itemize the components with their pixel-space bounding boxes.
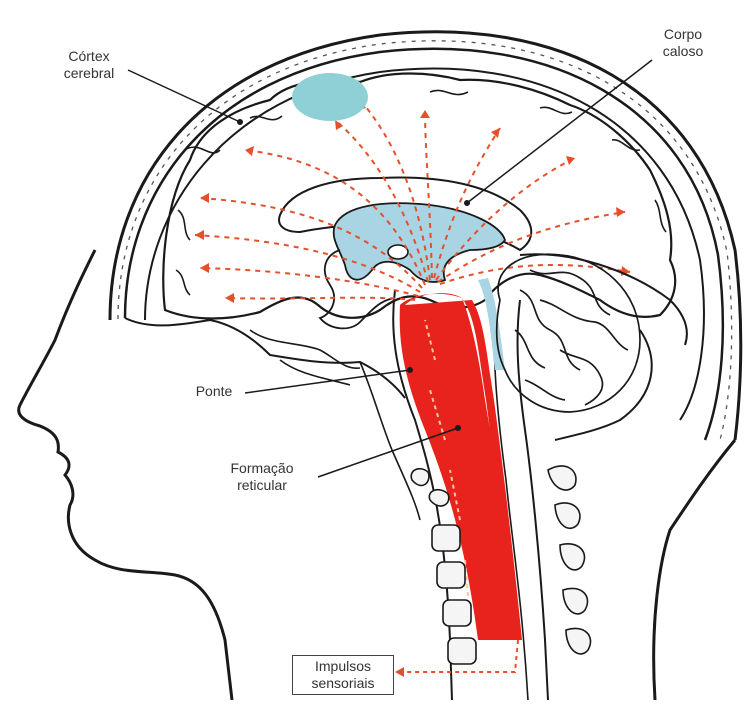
label-formacao-line2: reticular: [208, 477, 316, 494]
input-arrowhead: [395, 667, 404, 677]
label-corpo-line2: caloso: [648, 43, 718, 60]
label-impulsos-sensoriais: Impulsos sensoriais: [292, 655, 394, 695]
tentorium: [520, 254, 687, 345]
lateral-ventricle: [334, 203, 505, 282]
label-impulsos-line1: Impulsos: [299, 658, 387, 675]
spinal-canal-line: [518, 300, 548, 700]
occipital-bone: [555, 330, 652, 440]
label-cortex-line2: cerebral: [48, 65, 130, 82]
label-ponte: Ponte: [185, 383, 243, 400]
label-formacao-line1: Formação: [208, 460, 316, 477]
skull-base: [125, 318, 405, 398]
label-corpo-caloso: Corpo caloso: [648, 26, 718, 60]
neck-back: [654, 440, 735, 700]
cerebellum: [497, 254, 640, 412]
label-cortex-line1: Córtex: [48, 48, 130, 65]
label-corpo-line1: Corpo: [648, 26, 718, 43]
cerebrum-outline: [163, 74, 675, 319]
cortex-spot: [292, 73, 368, 121]
label-formacao-reticular: Formação reticular: [208, 460, 316, 494]
sphenoid: [250, 330, 360, 385]
label-impulsos-line2: sensoriais: [299, 675, 387, 692]
label-cortex-cerebral: Córtex cerebral: [48, 48, 130, 82]
